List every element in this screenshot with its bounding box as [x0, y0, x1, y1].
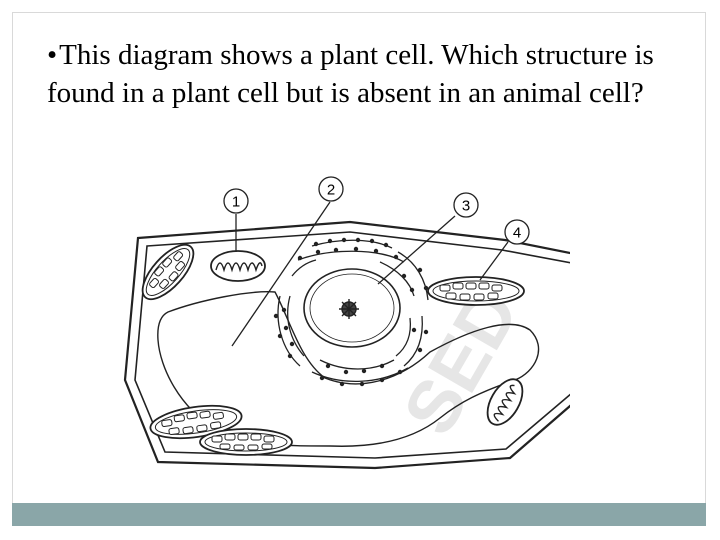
callout-4-label: 4 — [513, 225, 521, 242]
bullet-glyph: • — [47, 39, 58, 71]
callout-1: 1 — [223, 188, 249, 214]
nucleus — [303, 268, 401, 348]
callout-1-label: 1 — [232, 194, 240, 211]
question-text: •This diagram shows a plant cell. Which … — [47, 36, 697, 112]
chloroplast-left — [141, 243, 195, 301]
mitochondrion-right — [486, 378, 524, 426]
callout-lines — [231, 201, 509, 347]
nucleolus — [339, 299, 359, 319]
callout-2-label: 2 — [327, 182, 335, 199]
mitochondrion-top — [210, 250, 266, 282]
chloroplast-bottom-upper — [149, 404, 243, 440]
callout-3-label: 3 — [462, 198, 470, 215]
chloroplast-right — [427, 276, 525, 306]
footer-bar — [12, 503, 706, 526]
plant-cell-diagram: SED — [123, 176, 570, 470]
callout-2: 2 — [318, 176, 344, 202]
nuclear-envelope-inner — [309, 273, 395, 343]
callout-3: 3 — [453, 192, 479, 218]
question-body: This diagram shows a plant cell. Which s… — [47, 39, 654, 109]
cell-wall-outer — [123, 220, 570, 470]
callout-4: 4 — [504, 219, 530, 245]
chloroplast-bottom-lower — [199, 428, 293, 456]
ribosomes — [273, 237, 429, 387]
